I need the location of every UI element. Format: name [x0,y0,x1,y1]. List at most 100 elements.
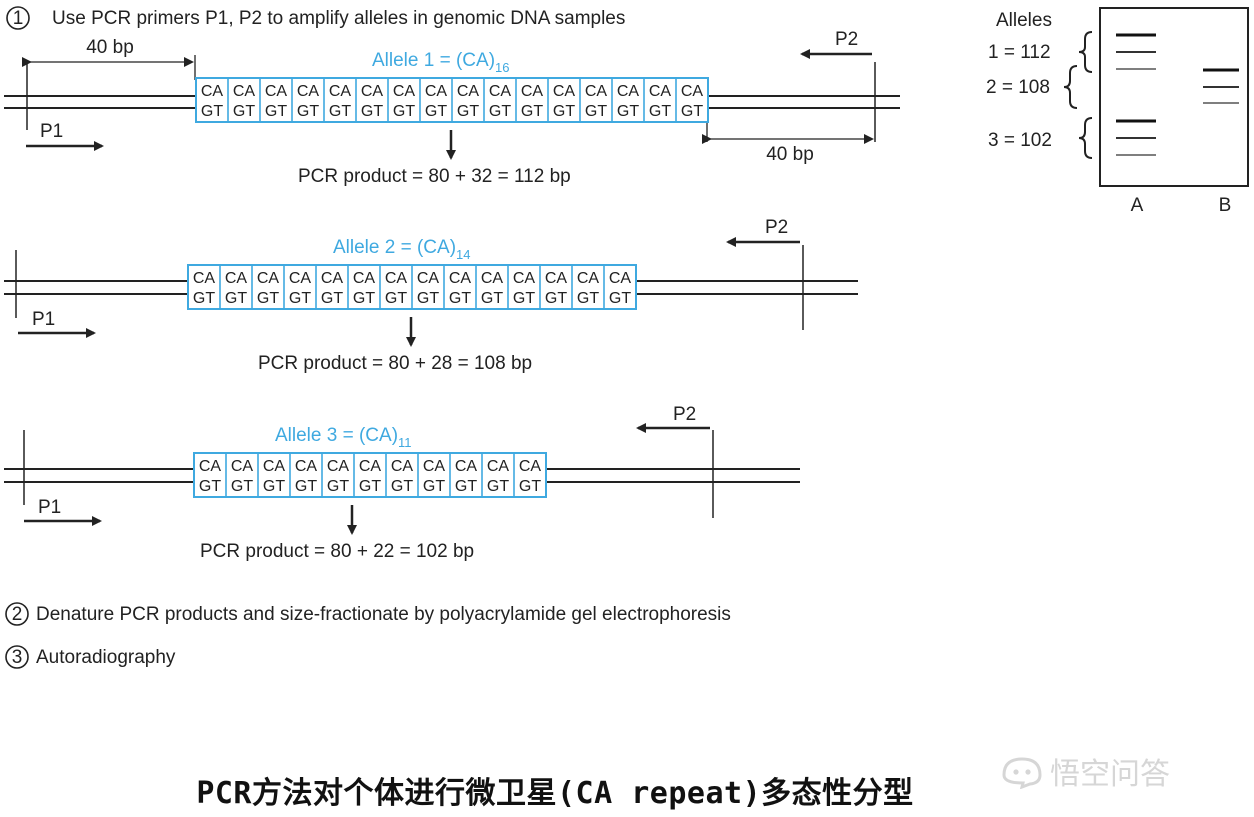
lane-a-label: A [1131,195,1144,216]
step-2: 2 Denature PCR products and size-fractio… [5,602,731,626]
repeat-ca: CA [393,83,416,100]
allele-1-label: Allele 1 = (CA)16 [372,50,510,75]
repeat-ca: CA [585,83,608,100]
allele-1-product: PCR product = 80 + 32 = 112 bp [298,166,571,187]
repeat-gt: GT [327,478,349,495]
repeat-gt: GT [289,290,311,307]
repeat-ca: CA [417,270,440,287]
repeat-gt: GT [649,103,671,120]
gel-size-3: 3 = 102 [988,130,1052,151]
flank-label-right: 40 bp [766,144,814,165]
repeat-gt: GT [519,478,541,495]
repeat-ca: CA [391,458,414,475]
allele-2-subscript: 14 [456,247,470,262]
repeat-block-outline [193,452,547,498]
repeat-gt: GT [263,478,285,495]
repeat-ca: CA [289,270,312,287]
gel-title: Alleles [996,10,1052,31]
repeat-gt: GT [449,290,471,307]
repeat-gt: GT [201,103,223,120]
repeat-ca: CA [265,83,288,100]
repeat-ca: CA [327,458,350,475]
step-3-text: Autoradiography [36,647,176,668]
step-3: 3 Autoradiography [5,645,176,669]
watermark: 悟空问答 [1000,748,1240,794]
allele-1-subscript: 16 [495,60,509,75]
repeat-ca: CA [553,83,576,100]
repeat-ca: CA [361,83,384,100]
repeat-ca: CA [225,270,248,287]
repeat-ca: CA [233,83,256,100]
repeat-ca: CA [423,458,446,475]
repeat-gt: GT [359,478,381,495]
allele-3-repeat-block: CAGTCAGTCAGTCAGTCAGTCAGTCAGTCAGTCAGTCAGT… [193,452,547,498]
repeat-gt: GT [361,103,383,120]
brace-allele-1 [1078,31,1093,73]
repeat-ca: CA [297,83,320,100]
brace-allele-3 [1078,117,1093,159]
repeat-gt: GT [265,103,287,120]
repeat-gt: GT [295,478,317,495]
wukong-logo-icon [1002,757,1042,789]
repeat-gt: GT [297,103,319,120]
watermark-text: 悟空问答 [1050,757,1170,792]
repeat-gt: GT [257,290,279,307]
repeat-gt: GT [233,103,255,120]
repeat-ca: CA [513,270,536,287]
repeat-ca: CA [193,270,216,287]
allele-2-label: Allele 2 = (CA)14 [333,237,471,262]
repeat-gt: GT [225,290,247,307]
allele-3-product: PCR product = 80 + 22 = 102 bp [200,541,474,562]
repeat-gt: GT [385,290,407,307]
step-2-number: 2 [12,604,23,625]
allele-2-p2-label: P2 [765,217,788,238]
repeat-gt: GT [231,478,253,495]
repeat-ca: CA [455,458,478,475]
repeat-ca: CA [481,270,504,287]
gel-size-2: 2 = 108 [986,77,1050,98]
repeat-gt: GT [321,290,343,307]
repeat-ca: CA [519,458,542,475]
gel-panel: Alleles 1 = 112 2 = 108 3 = 102 A B [986,7,1249,216]
repeat-ca: CA [649,83,672,100]
repeat-gt: GT [423,478,445,495]
repeat-ca: CA [521,83,544,100]
allele-3-p2-label: P2 [673,404,696,425]
brace-allele-2 [1063,65,1078,109]
repeat-ca: CA [449,270,472,287]
repeat-gt: GT [521,103,543,120]
repeat-gt: GT [489,103,511,120]
repeat-ca: CA [487,458,510,475]
repeat-gt: GT [617,103,639,120]
step-1: 1 Use PCR primers P1, P2 to amplify alle… [6,6,625,30]
repeat-ca: CA [353,270,376,287]
allele-2-p1-label: P1 [32,309,55,330]
repeat-ca: CA [201,83,224,100]
repeat-ca: CA [263,458,286,475]
repeat-gt: GT [199,478,221,495]
repeat-ca: CA [385,270,408,287]
repeat-gt: GT [553,103,575,120]
allele-1-p2-label: P2 [835,29,858,50]
flank-label-left: 40 bp [86,37,134,58]
repeat-ca: CA [577,270,600,287]
repeat-gt: GT [391,478,413,495]
repeat-gt: GT [487,478,509,495]
repeat-ca: CA [231,458,254,475]
repeat-ca: CA [617,83,640,100]
repeat-ca: CA [295,458,318,475]
repeat-gt: GT [481,290,503,307]
repeat-gt: GT [585,103,607,120]
repeat-gt: GT [425,103,447,120]
step-2-circle [5,602,29,626]
repeat-gt: GT [577,290,599,307]
repeat-gt: GT [393,103,415,120]
step-1-circle [6,6,30,30]
repeat-gt: GT [193,290,215,307]
figure-caption: PCR方法对个体进行微卫星(CA repeat)多态性分型 [196,776,914,811]
repeat-gt: GT [455,478,477,495]
allele-3-row: CAGTCAGTCAGTCAGTCAGTCAGTCAGTCAGTCAGTCAGT… [4,404,800,562]
repeat-gt: GT [353,290,375,307]
step-2-text: Denature PCR products and size-fractiona… [36,604,731,625]
